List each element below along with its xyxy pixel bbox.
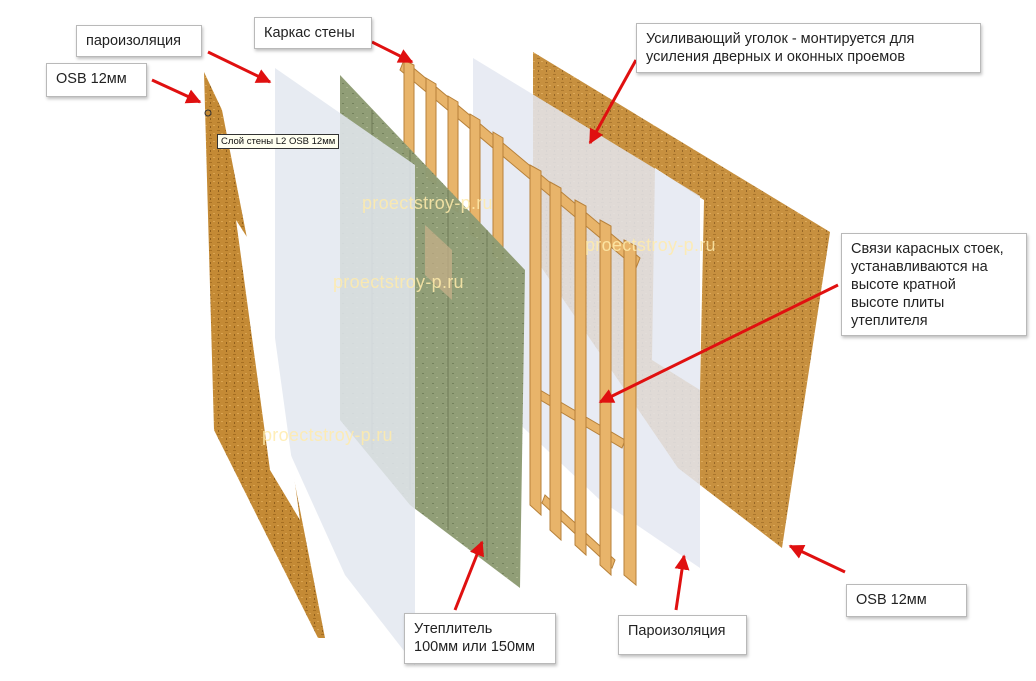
callout-vapor-top: пароизоляция xyxy=(76,25,202,57)
callout-osb-right: OSB 12мм xyxy=(846,584,967,617)
callout-frame: Каркас стены xyxy=(254,17,372,49)
callout-corner-bracket: Усиливающий уголок - монтируется для уси… xyxy=(636,23,981,73)
watermark-3: proectstroy-p.ru xyxy=(333,272,464,292)
callout-vapor-bottom: Пароизоляция xyxy=(618,615,747,655)
cursor-marker xyxy=(204,109,212,117)
pointer-arrows xyxy=(151,40,846,611)
callout-osb-left: OSB 12мм xyxy=(46,63,147,97)
callout-stud-ties: Связи карасных стоек, устанавливаются на… xyxy=(841,233,1027,336)
watermark-1: proectstroy-p.ru xyxy=(362,193,493,213)
osb-panel-left xyxy=(204,72,325,638)
vapor-membrane-left xyxy=(275,68,415,665)
layer-tooltip: Слой стены L2 OSB 12мм xyxy=(217,134,340,149)
callout-insulation: Утеплитель 100мм или 150мм xyxy=(404,613,556,664)
watermark-4: proectstroy-p.ru xyxy=(262,425,393,445)
watermark-2: proectstroy-p.ru xyxy=(585,235,716,255)
